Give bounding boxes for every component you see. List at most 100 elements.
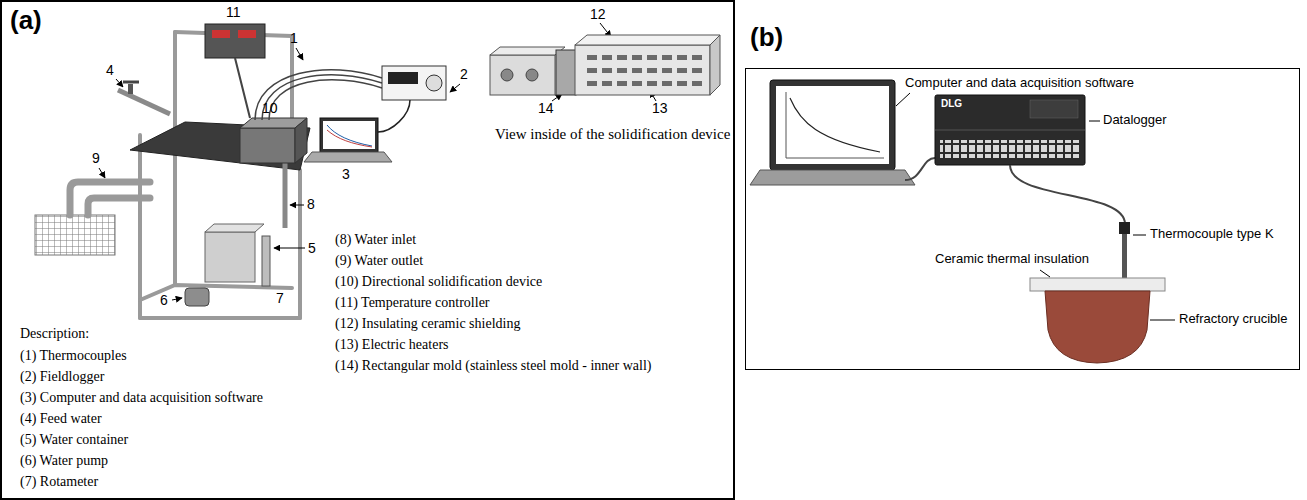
water-pump xyxy=(185,288,209,306)
thermocouple-cable xyxy=(1010,165,1125,224)
thermocouple-wires xyxy=(255,70,382,120)
feed-water-pipe xyxy=(128,84,133,94)
solidification-device xyxy=(240,128,295,163)
thermocouple-cable xyxy=(1010,165,1130,290)
refractory-crucible xyxy=(1045,291,1150,363)
view-caption: View inside of the solidification device xyxy=(495,126,730,143)
inside-view xyxy=(501,69,513,81)
inside-view xyxy=(575,35,720,45)
callout-leaders xyxy=(450,84,460,92)
inside-view xyxy=(556,50,576,95)
part-label: Datalogger xyxy=(1103,113,1167,128)
callout-number: 13 xyxy=(652,100,668,116)
grate-drain xyxy=(35,215,115,255)
callout-leaders xyxy=(296,48,303,60)
datalogger-unit xyxy=(940,140,1080,158)
table-top xyxy=(130,122,310,170)
fieldlogger xyxy=(388,72,418,84)
panel-label: (a) xyxy=(10,6,42,36)
support-frame xyxy=(140,316,300,320)
inlet-pipe xyxy=(285,163,286,228)
support-frame xyxy=(173,32,177,130)
description-item: (11) Temperature controller xyxy=(335,295,490,311)
description-item: (1) Thermocouples xyxy=(20,348,127,364)
panel-frame: (a) xyxy=(0,0,735,500)
support-frame xyxy=(140,285,292,300)
thermocouple-wires xyxy=(255,70,382,120)
thermocouple-wires xyxy=(262,75,382,120)
water-container xyxy=(205,224,264,282)
inlet-pipe xyxy=(283,163,288,228)
usb-cable xyxy=(905,158,935,180)
description-item: (4) Feed water xyxy=(20,411,102,427)
fieldlogger xyxy=(378,100,410,132)
description-item: (2) Fieldlogger xyxy=(20,369,104,385)
part-label: Ceramic thermal insulation xyxy=(935,252,1089,267)
rotameter xyxy=(262,236,270,286)
description-item: (12) Insulating ceramic shielding xyxy=(335,316,520,332)
description-item: (8) Water inlet xyxy=(335,232,416,248)
description-item: (5) Water container xyxy=(20,432,128,448)
table-top xyxy=(130,122,310,170)
ceramic-lid xyxy=(1030,278,1165,291)
callout-number: 7 xyxy=(276,290,284,306)
description-item: (14) Rectangular mold (stainless steel m… xyxy=(335,358,651,374)
laptop-b xyxy=(790,98,880,152)
solidification-device xyxy=(240,118,307,163)
temperature-controller xyxy=(205,24,265,118)
callout-number: 4 xyxy=(106,62,114,78)
label-leaders xyxy=(1150,320,1175,321)
inside-view xyxy=(575,45,710,95)
inside-view xyxy=(490,47,565,55)
laptop-a xyxy=(304,152,392,162)
datalogger-unit xyxy=(935,130,1085,131)
temperature-controller xyxy=(238,30,256,38)
callout-number: 6 xyxy=(160,292,168,308)
inside-view xyxy=(490,55,555,95)
laptop-b xyxy=(786,92,884,158)
callout-leaders xyxy=(274,248,305,249)
part-label: Computer and data acquisition software xyxy=(905,76,1134,91)
inside-view xyxy=(710,35,720,95)
laptop-b xyxy=(776,86,889,164)
laptop-b xyxy=(770,80,895,170)
thermocouple-cable xyxy=(1119,222,1130,234)
datalogger-unit xyxy=(1030,100,1078,118)
laptop-a xyxy=(323,121,375,149)
usb-cable xyxy=(905,158,935,180)
datalogger-unit xyxy=(935,95,1085,165)
callout-number: 2 xyxy=(460,66,468,82)
callout-number: 12 xyxy=(590,6,606,22)
feed-water-pipe xyxy=(118,90,170,114)
callout-leaders xyxy=(290,205,304,206)
feed-water-pipe xyxy=(118,82,170,114)
grate-drain xyxy=(35,215,115,255)
ceramic-lid xyxy=(1030,278,1165,291)
inside-view xyxy=(526,69,538,81)
description-item: (10) Directional solidification device xyxy=(335,274,542,290)
datalogger-unit xyxy=(935,95,1085,165)
callout-number: 8 xyxy=(307,196,315,212)
callout-number: 9 xyxy=(92,150,100,166)
callout-number: 11 xyxy=(226,4,241,20)
temperature-controller xyxy=(212,30,230,38)
fieldlogger xyxy=(426,75,442,91)
callout-number: 14 xyxy=(538,100,554,116)
label-leaders xyxy=(896,93,1175,320)
rotameter xyxy=(262,236,270,286)
callout-leaders xyxy=(99,23,656,300)
callout-leaders xyxy=(99,168,105,178)
laptop-b xyxy=(750,80,915,185)
callout-number: 5 xyxy=(308,240,316,256)
inside-view xyxy=(490,35,720,95)
fieldlogger xyxy=(378,66,446,132)
callout-leaders xyxy=(116,79,123,87)
description-item: (3) Computer and data acquisition softwa… xyxy=(20,390,263,406)
panel-label: (b) xyxy=(750,23,783,53)
feed-water-pipe xyxy=(123,81,139,84)
description-item: (13) Electric heaters xyxy=(335,337,449,353)
